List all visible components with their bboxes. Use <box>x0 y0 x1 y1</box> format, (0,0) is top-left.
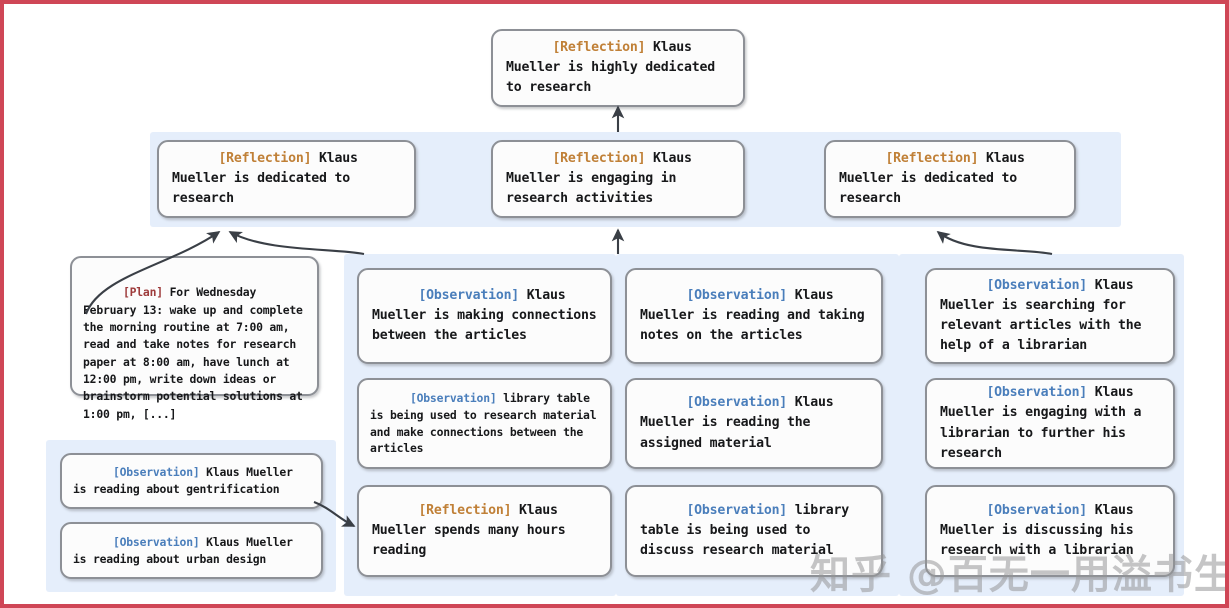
node-body: Klaus Mueller is searching for relevant … <box>940 277 1149 354</box>
arrow-left-group-to-left-reflection <box>228 231 365 256</box>
node-body: library table is being used to research … <box>370 391 604 456</box>
node-reflection-right[interactable]: [Reflection] Klaus Mueller is dedicated … <box>824 140 1076 218</box>
node-tag: [Reflection] <box>885 150 979 166</box>
node-text: [Observation] library table is being use… <box>359 374 610 474</box>
node-tag: [Observation] <box>686 395 788 411</box>
node-tag: [Observation] <box>409 391 497 406</box>
node-body: For Wednesday February 13: wake up and c… <box>83 285 310 421</box>
node-text: [Observation] Klaus Mueller is reading a… <box>62 448 321 515</box>
node-left-observation-1[interactable]: [Observation] Klaus Mueller is reading a… <box>60 453 323 509</box>
node-body: Klaus Mueller is engaging with a librari… <box>940 385 1149 461</box>
node-body: Klaus Mueller is highly dedicated to res… <box>506 39 723 96</box>
node-body: Klaus Mueller is engaging in research ac… <box>506 150 700 207</box>
node-tag: [Observation] <box>986 502 1088 518</box>
node-body: Klaus Mueller is discussing his research… <box>940 502 1142 559</box>
node-tag: [Reflection] <box>552 150 646 166</box>
node-root-reflection[interactable]: [Reflection] Klaus Mueller is highly ded… <box>491 29 745 107</box>
node-body: Klaus Mueller is reading the assigned ma… <box>640 395 842 451</box>
node-tag: [Observation] <box>112 534 200 549</box>
node-body: library table is being used to discuss r… <box>640 502 857 559</box>
node-col-center-1[interactable]: [Observation] Klaus Mueller is reading a… <box>625 268 883 364</box>
node-col-right-1[interactable]: [Observation] Klaus Mueller is searching… <box>925 268 1175 364</box>
node-text: [Reflection] Klaus Mueller is dedicated … <box>826 129 1074 230</box>
node-text: [Observation] library table is being use… <box>627 481 881 582</box>
node-body: Klaus Mueller is making connections betw… <box>372 287 605 344</box>
node-tag: [Observation] <box>686 287 788 303</box>
node-text: [Reflection] Klaus Mueller is highly ded… <box>493 18 743 119</box>
node-text: [Reflection] Klaus Mueller is engaging i… <box>493 129 743 230</box>
node-body: Klaus Mueller is reading about gentrific… <box>73 465 300 496</box>
node-col-right-2[interactable]: [Observation] Klaus Mueller is engaging … <box>925 378 1175 469</box>
node-text: [Observation] Klaus Mueller is reading a… <box>627 266 881 367</box>
node-col-left-3[interactable]: [Reflection] Klaus Mueller spends many h… <box>357 485 612 577</box>
node-col-center-3[interactable]: [Observation] library table is being use… <box>625 485 883 577</box>
node-tag: [Observation] <box>986 277 1088 293</box>
node-body: Klaus Mueller is reading and taking note… <box>640 287 873 344</box>
node-tag: [Plan] <box>122 285 163 300</box>
node-left-observation-2[interactable]: [Observation] Klaus Mueller is reading a… <box>60 522 323 579</box>
node-reflection-left[interactable]: [Reflection] Klaus Mueller is dedicated … <box>157 140 416 218</box>
node-text: [Observation] Klaus Mueller is reading a… <box>62 517 321 584</box>
node-text: [Observation] Klaus Mueller is reading t… <box>627 373 881 474</box>
node-text: [Observation] Klaus Mueller is engaging … <box>927 363 1173 484</box>
node-tag: [Observation] <box>986 385 1088 401</box>
node-text: [Observation] Klaus Mueller is making co… <box>359 266 610 367</box>
node-col-left-2[interactable]: [Observation] library table is being use… <box>357 378 612 469</box>
node-tag: [Reflection] <box>552 39 646 55</box>
node-col-right-3[interactable]: [Observation] Klaus Mueller is discussin… <box>925 485 1175 577</box>
node-body: Klaus Mueller is reading about urban des… <box>73 534 300 566</box>
node-tag: [Reflection] <box>418 502 512 518</box>
node-col-center-2[interactable]: [Observation] Klaus Mueller is reading t… <box>625 378 883 469</box>
node-reflection-center[interactable]: [Reflection] Klaus Mueller is engaging i… <box>491 140 745 218</box>
node-text: [Observation] Klaus Mueller is discussin… <box>927 481 1173 582</box>
node-body: Klaus Mueller spends many hours reading <box>372 502 574 559</box>
node-tag: [Reflection] <box>218 150 312 166</box>
node-plan[interactable]: [Plan] For Wednesday February 13: wake u… <box>70 256 319 421</box>
arrow-right-group-to-right-reflection <box>936 230 1053 256</box>
node-tag: [Observation] <box>112 465 200 480</box>
node-col-left-1[interactable]: [Observation] Klaus Mueller is making co… <box>357 268 612 364</box>
node-text: [Observation] Klaus Mueller is searching… <box>927 255 1173 376</box>
node-tag: [Observation] <box>418 287 520 303</box>
node-text: [Reflection] Klaus Mueller is dedicated … <box>159 129 414 230</box>
node-tag: [Observation] <box>686 502 788 518</box>
node-text: [Plan] For Wednesday February 13: wake u… <box>72 258 317 440</box>
node-body: Klaus Mueller is dedicated to research <box>839 150 1033 207</box>
node-text: [Reflection] Klaus Mueller spends many h… <box>359 481 610 582</box>
node-body: Klaus Mueller is dedicated to research <box>172 150 366 207</box>
